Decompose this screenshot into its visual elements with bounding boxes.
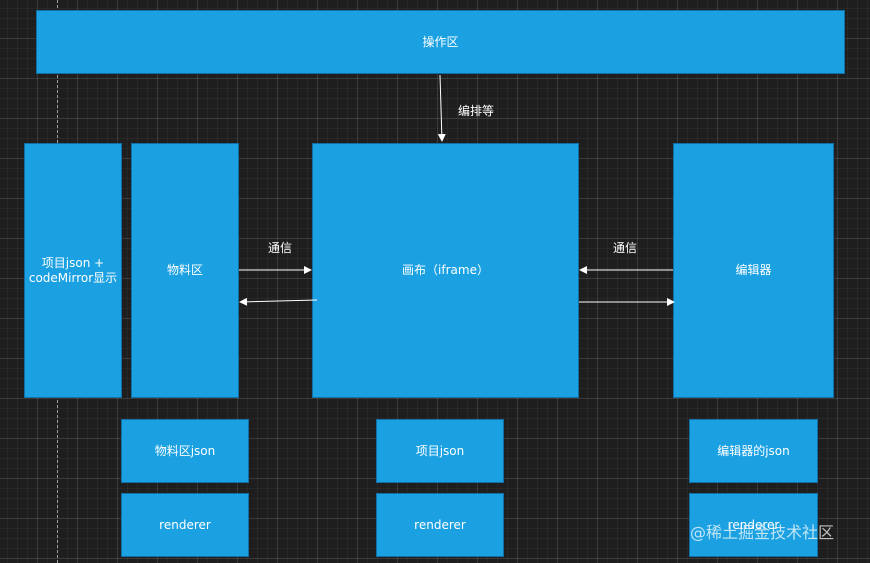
material-json-label: 物料区json — [154, 443, 216, 458]
project-json-box[interactable]: 项目json — [376, 419, 504, 483]
material-renderer-label: renderer — [159, 517, 211, 532]
project-json-codemirror-line1: 项目json + — [41, 255, 105, 270]
arrow-operation-to-canvas — [437, 74, 446, 142]
editor-label: 编辑器 — [735, 263, 772, 277]
editor-renderer-label: renderer — [727, 518, 780, 532]
editor-box[interactable]: 编辑器 — [673, 143, 834, 398]
material-json-box[interactable]: 物料区json — [121, 419, 249, 483]
editor-json-box[interactable]: 编辑器的json — [689, 419, 818, 483]
arrange-edge-label: 编排等 — [458, 104, 495, 118]
project-json-codemirror-box[interactable]: 项目json + codeMirror显示 — [24, 143, 122, 398]
project-json-codemirror-line2: codeMirror显示 — [28, 270, 118, 285]
material-area-box[interactable]: 物料区 — [131, 143, 239, 398]
canvas-iframe-box[interactable]: 画布（iframe） — [312, 143, 579, 398]
material-area-label: 物料区 — [166, 263, 203, 277]
project-renderer-label: renderer — [414, 517, 466, 532]
project-json-label: 项目json — [415, 443, 465, 458]
operation-area-box[interactable]: 操作区 — [36, 10, 845, 74]
comm-right-edge-label: 通信 — [613, 241, 638, 255]
editor-renderer-box[interactable]: renderer — [689, 493, 818, 557]
operation-area-label: 操作区 — [422, 34, 459, 49]
arrow-canvas-to-material — [239, 297, 318, 306]
material-renderer-box[interactable]: renderer — [121, 493, 249, 557]
comm-left-edge-label: 通信 — [268, 241, 293, 255]
project-json-codemirror-text: 项目json + codeMirror显示 — [29, 256, 117, 286]
editor-json-label: 编辑器的json — [717, 443, 790, 458]
canvas-iframe-label: 画布（iframe） — [402, 263, 489, 277]
project-renderer-box[interactable]: renderer — [376, 493, 504, 557]
watermark-text: @稀土掘金技术社区 — [690, 523, 835, 542]
